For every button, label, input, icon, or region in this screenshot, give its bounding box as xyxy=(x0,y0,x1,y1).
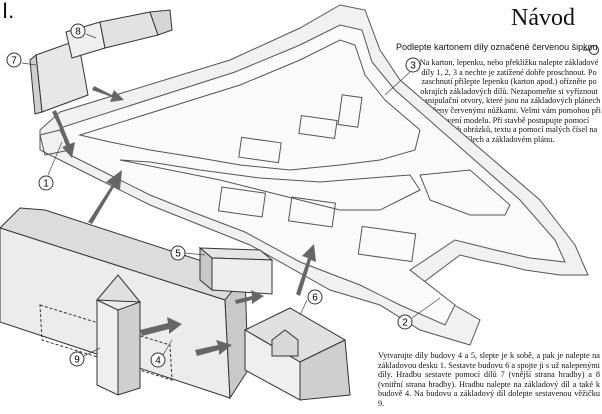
svg-text:9: 9 xyxy=(74,355,80,366)
svg-text:1: 1 xyxy=(43,179,49,190)
svg-text:3: 3 xyxy=(410,61,416,72)
callouts: 1 2 3 4 5 6 7 8 9 xyxy=(6,23,421,368)
instructions-base-parts: Na karton, lepenku, nebo překližku nalep… xyxy=(417,58,601,144)
callout-7: 7 xyxy=(6,52,22,68)
assembly-arrows xyxy=(52,86,316,356)
svg-text:7: 7 xyxy=(11,56,17,67)
callout-6: 6 xyxy=(307,289,323,305)
callout-4: 4 xyxy=(150,352,166,368)
callout-9: 9 xyxy=(69,351,85,367)
base-plate xyxy=(39,4,589,346)
callout-8: 8 xyxy=(70,23,86,39)
callout-2: 2 xyxy=(397,314,413,330)
svg-text:6: 6 xyxy=(312,293,318,304)
part-5-building xyxy=(198,246,274,295)
svg-text:2: 2 xyxy=(402,318,408,329)
callout-5: 5 xyxy=(170,245,186,261)
callout-3: 3 xyxy=(405,57,421,73)
callout-leaders xyxy=(21,33,441,357)
instructions-building: Vytvarujte díly budovy 4 a 5, slepte je … xyxy=(378,351,600,408)
part-9-tower xyxy=(95,274,142,396)
page-title: Návod xyxy=(511,5,575,31)
red-arrow-icon xyxy=(583,45,599,55)
callout-1: 1 xyxy=(38,175,54,191)
part-7-wall xyxy=(29,39,89,115)
svg-text:5: 5 xyxy=(175,249,181,260)
svg-text:4: 4 xyxy=(155,356,161,367)
legend-text: Podlepte kartonem díly označené červenou… xyxy=(396,42,598,52)
section-number: I. xyxy=(2,0,15,23)
svg-text:8: 8 xyxy=(75,27,81,38)
part-6-building xyxy=(243,307,351,401)
